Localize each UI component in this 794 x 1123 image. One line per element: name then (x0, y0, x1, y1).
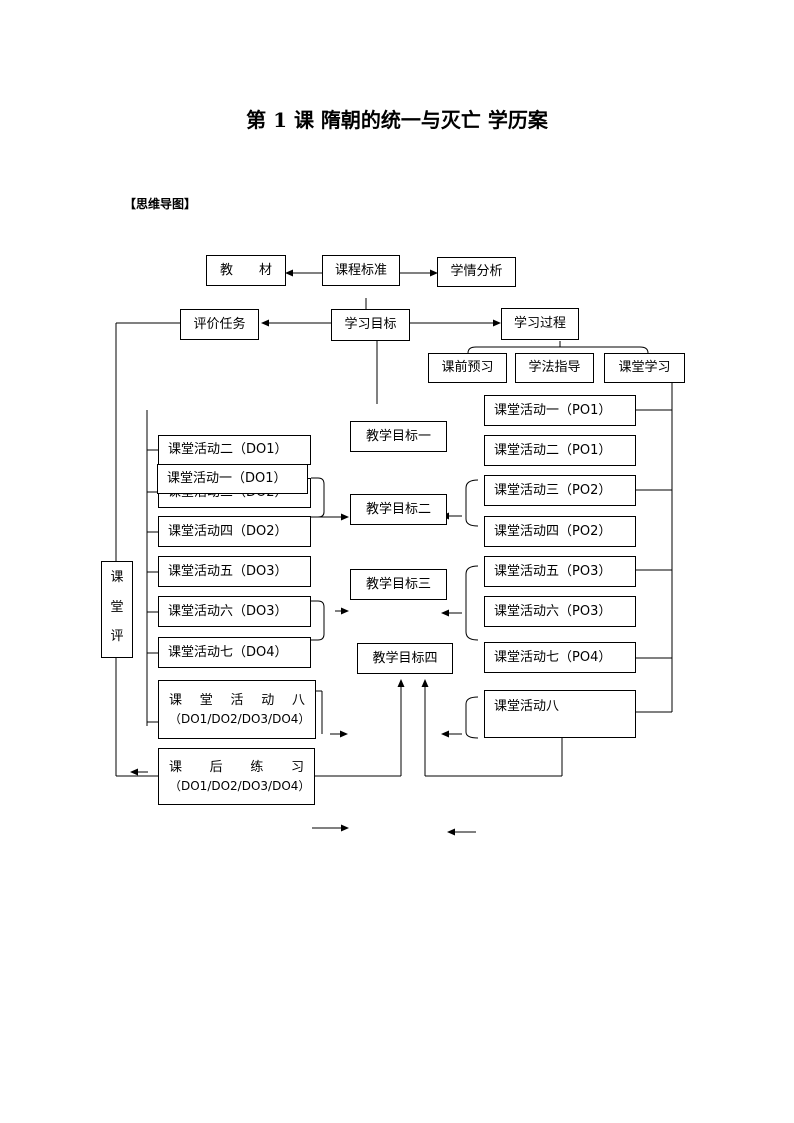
right-activity-4-box: 课堂活动四（PO2） (484, 516, 636, 547)
page-title: 第 1 课 隋朝的统一与灭亡 学历案 (246, 108, 548, 132)
learning-goal-box: 学习目标 (331, 309, 410, 341)
left-activity-6-box: 课堂活动六（DO3） (158, 596, 311, 627)
right-activity-3-box: 课堂活动三（PO2） (484, 475, 636, 506)
learner-analysis-box: 学情分析 (437, 257, 516, 287)
classroom-learning-box: 课堂学习 (604, 353, 685, 383)
homework-codes: （DO1/DO2/DO3/DO4） (169, 779, 311, 794)
right-activity-2-box: 课堂活动二（PO1） (484, 435, 636, 466)
activity8-char: 课 (169, 692, 183, 708)
section-label: 【思维导图】 (124, 197, 197, 211)
activity8-char: 动 (261, 692, 275, 708)
left-activity-7-box: 课堂活动七（DO4） (158, 637, 311, 668)
homework-char: 练 (250, 759, 264, 775)
homework-char: 后 (209, 759, 223, 775)
activity8-char: 八 (291, 692, 305, 708)
right-activity-5-box: 课堂活动五（PO3） (484, 556, 636, 587)
left-activity-5-box: 课堂活动五（DO3） (158, 556, 311, 587)
right-activity-6-box: 课堂活动六（PO3） (484, 596, 636, 627)
left-activity-4-box: 课堂活动四（DO2） (158, 516, 311, 547)
homework-box: 课 后 练 习 （DO1/DO2/DO3/DO4） (158, 748, 315, 805)
preview-box: 课前预习 (428, 353, 507, 383)
activity8-codes: （DO1/DO2/DO3/DO4） (169, 712, 311, 727)
activity8-char: 活 (230, 692, 244, 708)
homework-char: 课 (169, 759, 183, 775)
goal-3-box: 教学目标三 (350, 569, 447, 600)
study-guide-box: 学法指导 (515, 353, 594, 383)
homework-char: 习 (290, 759, 304, 775)
goal-4-box: 教学目标四 (357, 643, 453, 674)
goal-1-box: 教学目标一 (350, 421, 447, 452)
classroom-evaluation-box: 课 堂 评 (101, 561, 133, 658)
right-activity-1-box: 课堂活动一（PO1） (484, 395, 636, 426)
goal-2-box: 教学目标二 (350, 494, 447, 525)
evaluation-task-box: 评价任务 (180, 309, 259, 340)
right-activity-7-box: 课堂活动七（PO4） (484, 642, 636, 673)
learning-process-box: 学习过程 (501, 308, 579, 340)
vertical-char: 评 (110, 629, 124, 645)
vertical-char: 堂 (110, 599, 124, 615)
right-activity-8-box: 课堂活动八 (484, 690, 636, 738)
vertical-char: 课 (110, 570, 124, 585)
left-activity-8-box: 课 堂 活 动 八 （DO1/DO2/DO3/DO4） (158, 680, 316, 739)
activity8-char: 堂 (199, 692, 213, 708)
textbook-box: 教 材 (206, 255, 286, 286)
left-activity-1-box: 课堂活动一（DO1） (157, 464, 308, 494)
curriculum-standard-box: 课程标准 (322, 255, 400, 286)
left-activity-2-box: 课堂活动二（DO1） (158, 435, 311, 465)
